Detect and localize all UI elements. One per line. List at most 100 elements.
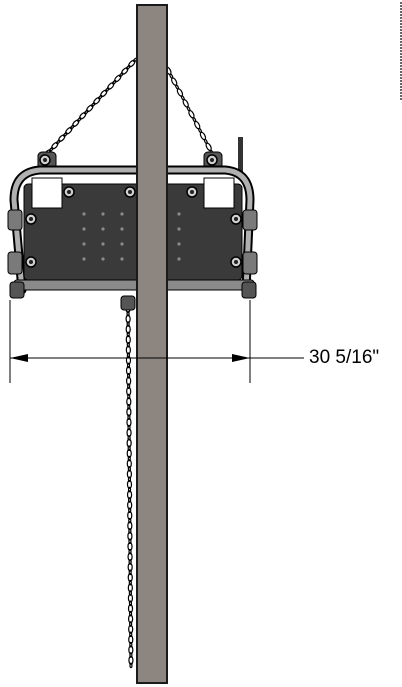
- post: [136, 4, 168, 684]
- chain-link: [128, 579, 132, 586]
- chain-link: [126, 321, 130, 327]
- bolt-center: [67, 190, 71, 194]
- chain-link: [51, 141, 59, 150]
- hole: [82, 212, 86, 216]
- bolt-center: [29, 217, 33, 221]
- chain-link: [127, 614, 134, 624]
- chain-link: [127, 445, 131, 452]
- dimension-label: 30 5/16": [309, 347, 380, 368]
- chain-link: [127, 435, 131, 441]
- chain-link: [126, 490, 133, 500]
- hole: [82, 227, 86, 231]
- left-hanging-chain: [44, 57, 138, 157]
- chain-link: [127, 552, 133, 562]
- hole: [177, 257, 181, 261]
- chain-link: [128, 590, 132, 596]
- chain-link: [90, 102, 96, 107]
- chain-link: [128, 569, 132, 576]
- chain-link: [126, 459, 132, 469]
- chain-link: [86, 104, 94, 113]
- chain-link: [125, 335, 131, 345]
- chain-link: [126, 469, 132, 479]
- hole: [101, 212, 105, 216]
- hole: [120, 212, 124, 216]
- right-clamp-bottom: [242, 251, 258, 275]
- chain-link: [128, 645, 134, 655]
- chain-link: [127, 521, 133, 531]
- chain-link: [72, 119, 80, 128]
- chain-link: [128, 528, 132, 534]
- right-hanging-chain: [165, 66, 214, 155]
- chain-link: [126, 428, 132, 438]
- hole: [120, 227, 124, 231]
- chain-link: [127, 510, 133, 521]
- chain-link: [125, 314, 131, 324]
- chain-link: [126, 386, 132, 396]
- chain-link: [93, 97, 101, 105]
- chain-link: [128, 497, 132, 503]
- chain-link: [126, 310, 130, 317]
- bolt-center: [234, 217, 238, 221]
- chain-link: [126, 331, 130, 338]
- chain-link: [125, 324, 131, 334]
- chain-link: [125, 64, 131, 70]
- hole: [82, 257, 86, 261]
- chain-link: [127, 486, 132, 493]
- bolt-center: [210, 158, 214, 162]
- chain-link: [126, 341, 130, 348]
- chain-link: [127, 383, 131, 389]
- chain-link: [128, 538, 132, 545]
- chain-link: [128, 610, 133, 617]
- chain-link: [76, 117, 82, 122]
- right-corner-cutout: [203, 177, 235, 209]
- chain-link: [128, 507, 132, 514]
- chain-link: [126, 448, 132, 458]
- chain-link: [126, 479, 133, 490]
- chain-link: [127, 583, 133, 593]
- hole: [120, 242, 124, 246]
- chain-link: [127, 562, 133, 572]
- chain-link: [126, 407, 132, 417]
- hole: [120, 257, 124, 261]
- chain-link: [62, 132, 68, 137]
- chain-link: [48, 147, 54, 152]
- chain-link: [121, 67, 129, 75]
- left-arrow: [10, 354, 28, 362]
- chain-link: [125, 366, 132, 376]
- chain-link: [127, 424, 131, 431]
- chain-link: [128, 559, 132, 565]
- chain-link: [129, 662, 133, 669]
- chain-link: [127, 603, 134, 614]
- chain-link: [128, 517, 132, 524]
- hole: [177, 242, 181, 246]
- chain-link: [83, 109, 89, 115]
- chain-link: [128, 600, 133, 607]
- chain-link: [100, 89, 108, 98]
- chain-link: [127, 541, 133, 552]
- chain-link: [126, 362, 131, 369]
- hole: [82, 242, 86, 246]
- chain-link: [65, 126, 73, 135]
- chain-link: [118, 72, 124, 78]
- hole: [177, 227, 181, 231]
- bolt-center: [234, 260, 238, 264]
- chain-link: [129, 621, 133, 627]
- chain-link: [127, 393, 131, 400]
- chain-link: [107, 82, 115, 90]
- chain-link: [127, 500, 133, 510]
- chain-link: [126, 352, 131, 358]
- chain-link: [129, 641, 133, 648]
- chain-link: [128, 634, 134, 645]
- chain-link: [126, 397, 132, 407]
- bolt-center: [128, 190, 132, 194]
- chain-link: [125, 345, 131, 355]
- left-corner-cutout: [31, 177, 63, 209]
- bolt-center: [43, 158, 47, 162]
- chain-link: [128, 548, 132, 555]
- hole: [101, 257, 105, 261]
- chain-link: [127, 593, 134, 603]
- bolt-center: [190, 190, 194, 194]
- chain-link: [111, 79, 117, 85]
- right-arrow: [232, 354, 250, 362]
- dimension: [9, 300, 304, 383]
